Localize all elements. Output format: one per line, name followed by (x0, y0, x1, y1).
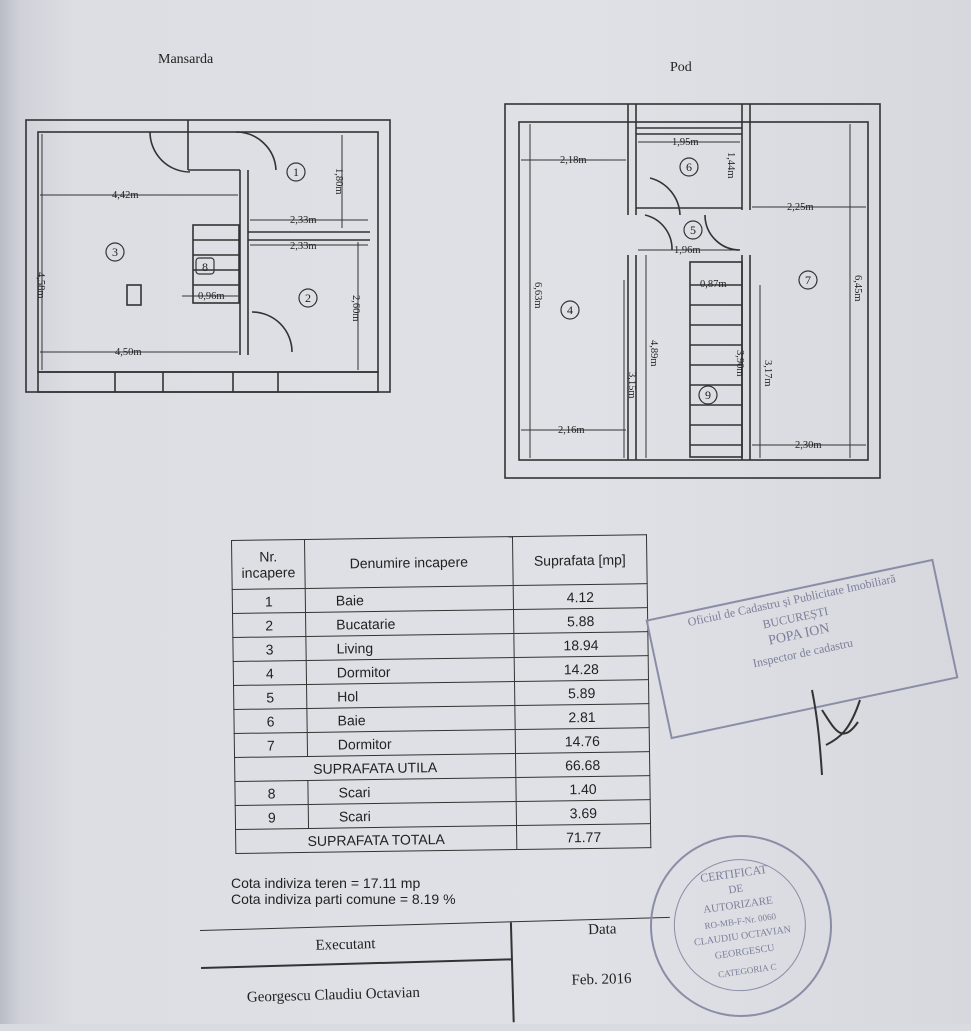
dimension-label: 2,16m (558, 425, 585, 436)
room-number: 5 (690, 223, 696, 237)
room-number: 1 (293, 165, 299, 179)
floor-plans: 1 2 3 8 4 5 6 7 9 4,42m 4,58m 1,80m 2,33… (25, 103, 881, 479)
pod-title: Pod (670, 60, 692, 75)
dimension-label: 6,63m (532, 282, 543, 309)
room-number: 6 (686, 160, 692, 174)
dimension-label: 0,96m (198, 291, 225, 302)
dimension-label: 2,18m (560, 155, 587, 166)
dimension-label: 0,87m (700, 279, 727, 290)
dimension-label: 2,60m (350, 295, 361, 322)
dimension-label: 1,44m (725, 152, 736, 179)
dimension-label: 3,17m (762, 360, 773, 387)
binding-edge (0, 0, 20, 1024)
cota-comune: Cota indiviza parti comune = 8.19 % (231, 891, 456, 907)
room-number: 9 (705, 388, 711, 402)
room-number: 2 (305, 291, 311, 305)
dimension-label: 3,15m (626, 372, 637, 399)
dimension-label: 1,96m (674, 245, 701, 256)
dimension-label: 1,80m (333, 168, 344, 195)
mansarda-plan (25, 119, 391, 393)
dimension-label: 3,90m (734, 350, 745, 377)
room-number: 4 (567, 303, 573, 317)
dimension-label: 6,45m (852, 275, 863, 302)
room-number: 3 (112, 245, 118, 259)
dimension-label: 4,89m (648, 340, 659, 367)
dimension-label: 2,25m (787, 202, 814, 213)
mansarda-title: Mansarda (158, 52, 214, 67)
dimension-label: 4,42m (112, 190, 139, 201)
pod-plan (504, 103, 881, 479)
dimension-label: 2,30m (795, 440, 822, 451)
dimension-label: 1,95m (672, 137, 699, 148)
dimension-label: 2,33m (290, 241, 317, 252)
dimension-label: 2,33m (290, 215, 317, 226)
room-number: 8 (202, 260, 208, 274)
room-number: 7 (805, 273, 811, 287)
dimension-label: 4,58m (35, 272, 46, 299)
dimension-label: 4,50m (115, 347, 142, 358)
cota-teren: Cota indiviza teren = 17.11 mp (231, 875, 421, 891)
